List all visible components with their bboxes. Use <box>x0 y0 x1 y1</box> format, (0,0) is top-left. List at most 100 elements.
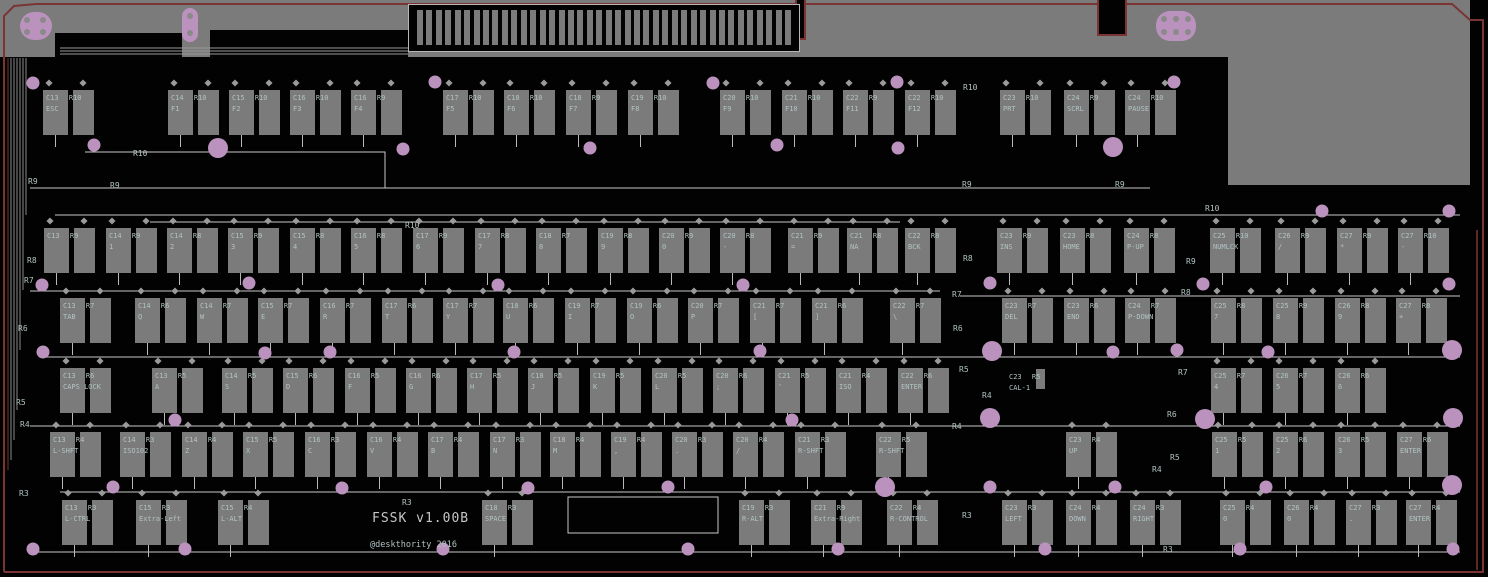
switch-pad-left <box>1210 228 1235 273</box>
switch-pad-right <box>1376 500 1397 545</box>
via <box>258 346 272 360</box>
trace-stub <box>1358 545 1359 557</box>
switch-pad-right <box>580 432 601 477</box>
switch-pad-left <box>443 298 468 343</box>
switch-pad-right <box>1365 368 1386 413</box>
edge-connector <box>408 4 800 52</box>
plane-cutout-mid <box>210 30 408 57</box>
key-c21-r7: C21 R7[ <box>750 287 802 355</box>
connector-pin <box>1173 29 1179 35</box>
edge-connector-pin <box>501 10 508 45</box>
trace-stub <box>234 413 235 425</box>
switch-pad-left <box>503 298 528 343</box>
switch-pad-right <box>1367 228 1388 273</box>
switch-pad-right <box>1250 500 1271 545</box>
switch-pad-left <box>44 228 69 273</box>
trace-stub <box>148 545 149 557</box>
silk-label-r9: R9 <box>962 180 972 189</box>
trace-stub <box>363 135 364 147</box>
key-c27-r3: C27 R3. <box>1346 489 1398 557</box>
trace-stub <box>295 413 296 425</box>
trace-stub <box>1347 477 1348 489</box>
trace-stub <box>1408 343 1409 355</box>
switch-pad-right <box>90 368 111 413</box>
edge-connector-pin <box>605 10 612 45</box>
edge-connector-pin <box>718 10 725 45</box>
switch-pad-left <box>720 228 745 273</box>
switch-pad-left <box>106 228 131 273</box>
switch-pad-right <box>917 500 938 545</box>
edge-connector-pin <box>435 10 442 45</box>
trace-stub <box>72 413 73 425</box>
switch-pad-left <box>1002 298 1027 343</box>
switch-pad-left <box>1337 228 1362 273</box>
switch-pad-right <box>818 228 839 273</box>
board-slot-2 <box>1097 0 1127 36</box>
trace-stub <box>732 135 733 147</box>
trace-stub <box>602 413 603 425</box>
trace-stub <box>118 273 119 285</box>
switch-pad-left <box>504 90 529 135</box>
trace-stub <box>910 413 911 425</box>
edge-connector-pin <box>577 10 584 45</box>
switch-pad-left <box>782 90 807 135</box>
switch-pad-right <box>198 90 219 135</box>
connector-pin <box>1161 16 1167 22</box>
switch-pad-right <box>1096 500 1117 545</box>
trace-stub <box>1136 273 1137 285</box>
silk-label-r3: R3 <box>19 489 29 498</box>
trace-stub <box>502 477 503 489</box>
edge-connector-pin <box>747 10 754 45</box>
switch-pad-right <box>212 432 233 477</box>
switch-pad-right <box>657 298 678 343</box>
via <box>436 542 450 556</box>
trace-stub <box>732 273 733 285</box>
switch-pad-left <box>428 432 453 477</box>
trace-stub <box>807 477 808 489</box>
edge-connector-pin <box>558 10 565 45</box>
via <box>982 341 1002 361</box>
via <box>1196 277 1210 291</box>
switch-pad-left <box>1000 90 1025 135</box>
edge-connector-pin <box>549 10 556 45</box>
switch-pad-right <box>906 432 927 477</box>
switch-pad-right <box>74 228 95 273</box>
switch-pad-left <box>345 368 370 413</box>
key-label: C20 R4/ <box>736 436 768 455</box>
connector-pin <box>40 17 46 23</box>
connector-right <box>1156 11 1196 41</box>
switch-pad-right <box>381 228 402 273</box>
via <box>87 138 101 152</box>
key-c20-r8: C20 R8- <box>720 217 772 285</box>
connector-mid-small <box>182 8 198 42</box>
connector-pin <box>187 30 193 36</box>
